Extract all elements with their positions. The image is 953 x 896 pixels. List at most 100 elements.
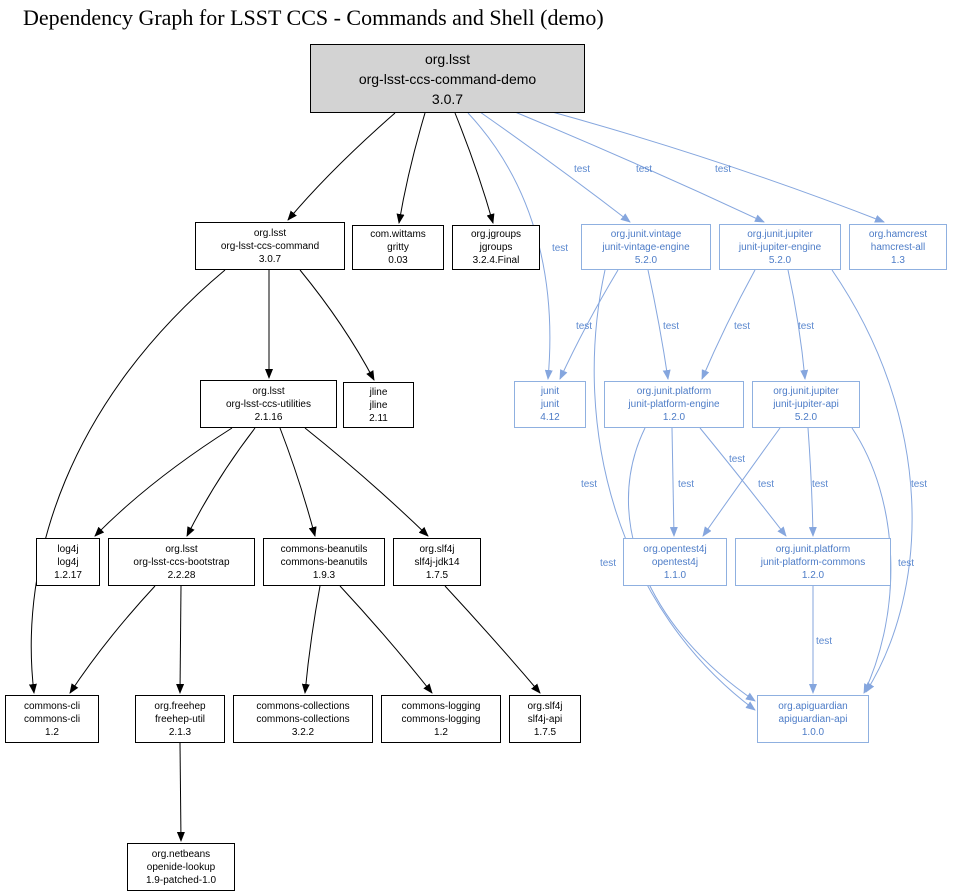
node-bootstrap-label: org-lsst-ccs-bootstrap — [133, 556, 230, 568]
node-apiguardian-api-label: 1.0.0 — [801, 726, 825, 738]
node-commons-logging-label: 1.2 — [434, 726, 448, 738]
node-junit-vintage-engine-label: junit-vintage-engine — [602, 241, 690, 253]
node-commons-collections-label: commons-collections — [256, 713, 350, 725]
node-junit-jupiter-engine-label: org.junit.jupiter — [747, 228, 813, 240]
node-junit-label: junit — [540, 399, 560, 410]
edge-bootstrap-to-freehep-util — [176, 585, 185, 694]
node-bootstrap-label: org.lsst — [165, 543, 198, 555]
node-utilities-label: 2.1.16 — [254, 411, 283, 423]
edge-junit-jupiter-api-to-opentest4j — [702, 427, 781, 537]
node-opentest4j-label: 1.1.0 — [663, 569, 687, 581]
node-junit-platform-commons-label: org.junit.platform — [775, 543, 851, 555]
node-junit-platform-engine-label: junit-platform-engine — [628, 399, 720, 410]
node-slf4j-api-label: org.slf4j — [527, 700, 563, 712]
edge-command-demo-to-hamcrest-all — [544, 109, 885, 223]
node-jline-label: jline — [369, 386, 388, 398]
edge-label-junit-jupiter-engine-to-junit-platform-engine: test — [734, 321, 750, 332]
node-junit-platform-engine-label: org.junit.platform — [636, 386, 712, 397]
node-utilities-label: org-lsst-ccs-utilities — [225, 398, 311, 410]
edge-slf4j-jdk14-to-slf4j-api — [444, 585, 541, 694]
graph-title: Dependency Graph for LSST CCS - Commands… — [23, 5, 604, 30]
node-beanutils-label: 1.9.3 — [312, 569, 336, 581]
edge-junit-platform-engine-to-junit-platform-commons — [699, 427, 787, 537]
node-junit-platform-engine: org.junit.platform junit-platform-engine 1… — [604, 381, 744, 428]
node-apiguardian-api-label: org.apiguardian — [778, 700, 848, 712]
edge-junit-jupiter-engine-to-junit-jupiter-api — [787, 269, 809, 380]
node-jgroups-label: 3.2.4.Final — [472, 255, 520, 266]
node-jgroups-label: jgroups — [479, 242, 513, 253]
edge-freehep-util-to-openide-lookup — [176, 742, 185, 842]
edge-label-junit-jupiter-api-to-apiguardian-api: test — [898, 558, 914, 569]
edge-command-demo-to-gritty — [396, 112, 426, 224]
edge-label-junit-platform-engine-to-junit-platform-commons: test — [758, 479, 774, 490]
node-commons-cli-label: 1.2 — [45, 726, 59, 738]
edge-utilities-to-log4j — [94, 427, 233, 537]
node-bootstrap-label: 2.2.28 — [167, 569, 196, 581]
node-junit-jupiter-api-label: org.junit.jupiter — [773, 386, 839, 397]
node-gritty-label: 0.03 — [388, 255, 408, 266]
node-freehep-util-label: 2.1.3 — [168, 726, 192, 738]
node-junit-vintage-engine-label: 5.2.0 — [634, 254, 658, 266]
node-log4j-label: 1.2.17 — [54, 569, 82, 581]
node-junit-platform-engine-label: 1.2.0 — [662, 412, 686, 423]
edge-utilities-to-slf4j-jdk14 — [304, 427, 429, 537]
node-commons-cli-label: commons-cli — [23, 700, 81, 712]
node-log4j-label: log4j — [57, 556, 79, 568]
edge-label-junit-jupiter-engine-to-apiguardian-api: test — [911, 479, 927, 490]
edge-label-junit-platform-engine-to-opentest4j: test — [678, 479, 694, 490]
edge-label-command-demo-to-hamcrest-all: test — [715, 164, 731, 175]
edge-junit-jupiter-engine-to-apiguardian-api — [831, 269, 913, 693]
node-slf4j-jdk14-label: 1.7.5 — [425, 569, 449, 581]
node-commons-cli-label: commons-cli — [23, 713, 81, 725]
node-openide-lookup-label: org.netbeans — [151, 848, 211, 860]
edge-bootstrap-to-commons-cli — [69, 585, 156, 694]
edge-beanutils-to-commons-logging — [339, 585, 433, 694]
edge-label-junit-jupiter-api-to-junit-platform-commons: test — [812, 479, 828, 490]
edge-junit-jupiter-api-to-junit-platform-commons — [807, 427, 817, 537]
node-openide-lookup-label: openide-lookup — [146, 861, 216, 873]
edge-junit-platform-engine-to-opentest4j — [669, 427, 678, 537]
edge-label-junit-jupiter-engine-to-junit-jupiter-api: test — [798, 321, 814, 332]
node-slf4j-jdk14-label: org.slf4j — [419, 543, 455, 555]
node-command-label: 3.0.7 — [258, 253, 282, 265]
node-gritty-label: com.wittams — [370, 229, 426, 240]
edge-command-demo-to-jgroups — [454, 112, 495, 224]
node-apiguardian-api-label: apiguardian-api — [778, 713, 848, 725]
node-junit-jupiter-api-label: junit-jupiter-api — [773, 399, 839, 410]
node-junit-platform-commons-label: 1.2.0 — [801, 569, 825, 581]
node-jline-label: 2.11 — [369, 412, 388, 424]
node-slf4j-api-label: slf4j-api — [527, 713, 563, 725]
edge-label-command-demo-to-junit-vintage-engine: test — [574, 164, 590, 175]
node-log4j-label: log4j — [57, 543, 79, 555]
node-slf4j-api-label: 1.7.5 — [533, 726, 557, 738]
edge-junit-vintage-engine-to-junit — [559, 269, 619, 380]
edge-command-demo-to-command — [287, 112, 396, 221]
node-gritty-label: gritty — [387, 242, 409, 253]
node-hamcrest-all-label: hamcrest-all — [870, 241, 926, 253]
node-jline-label: jline — [369, 399, 388, 411]
node-hamcrest-all-label: org.hamcrest — [868, 228, 928, 240]
edge-junit-vintage-engine-to-junit-platform-engine — [647, 269, 671, 380]
edge-label-junit-jupiter-api-to-opentest4j: test — [729, 454, 745, 465]
node-beanutils-label: commons-beanutils — [280, 556, 368, 568]
edge-label-junit-vintage-engine-to-junit-platform-engine: test — [663, 321, 679, 332]
